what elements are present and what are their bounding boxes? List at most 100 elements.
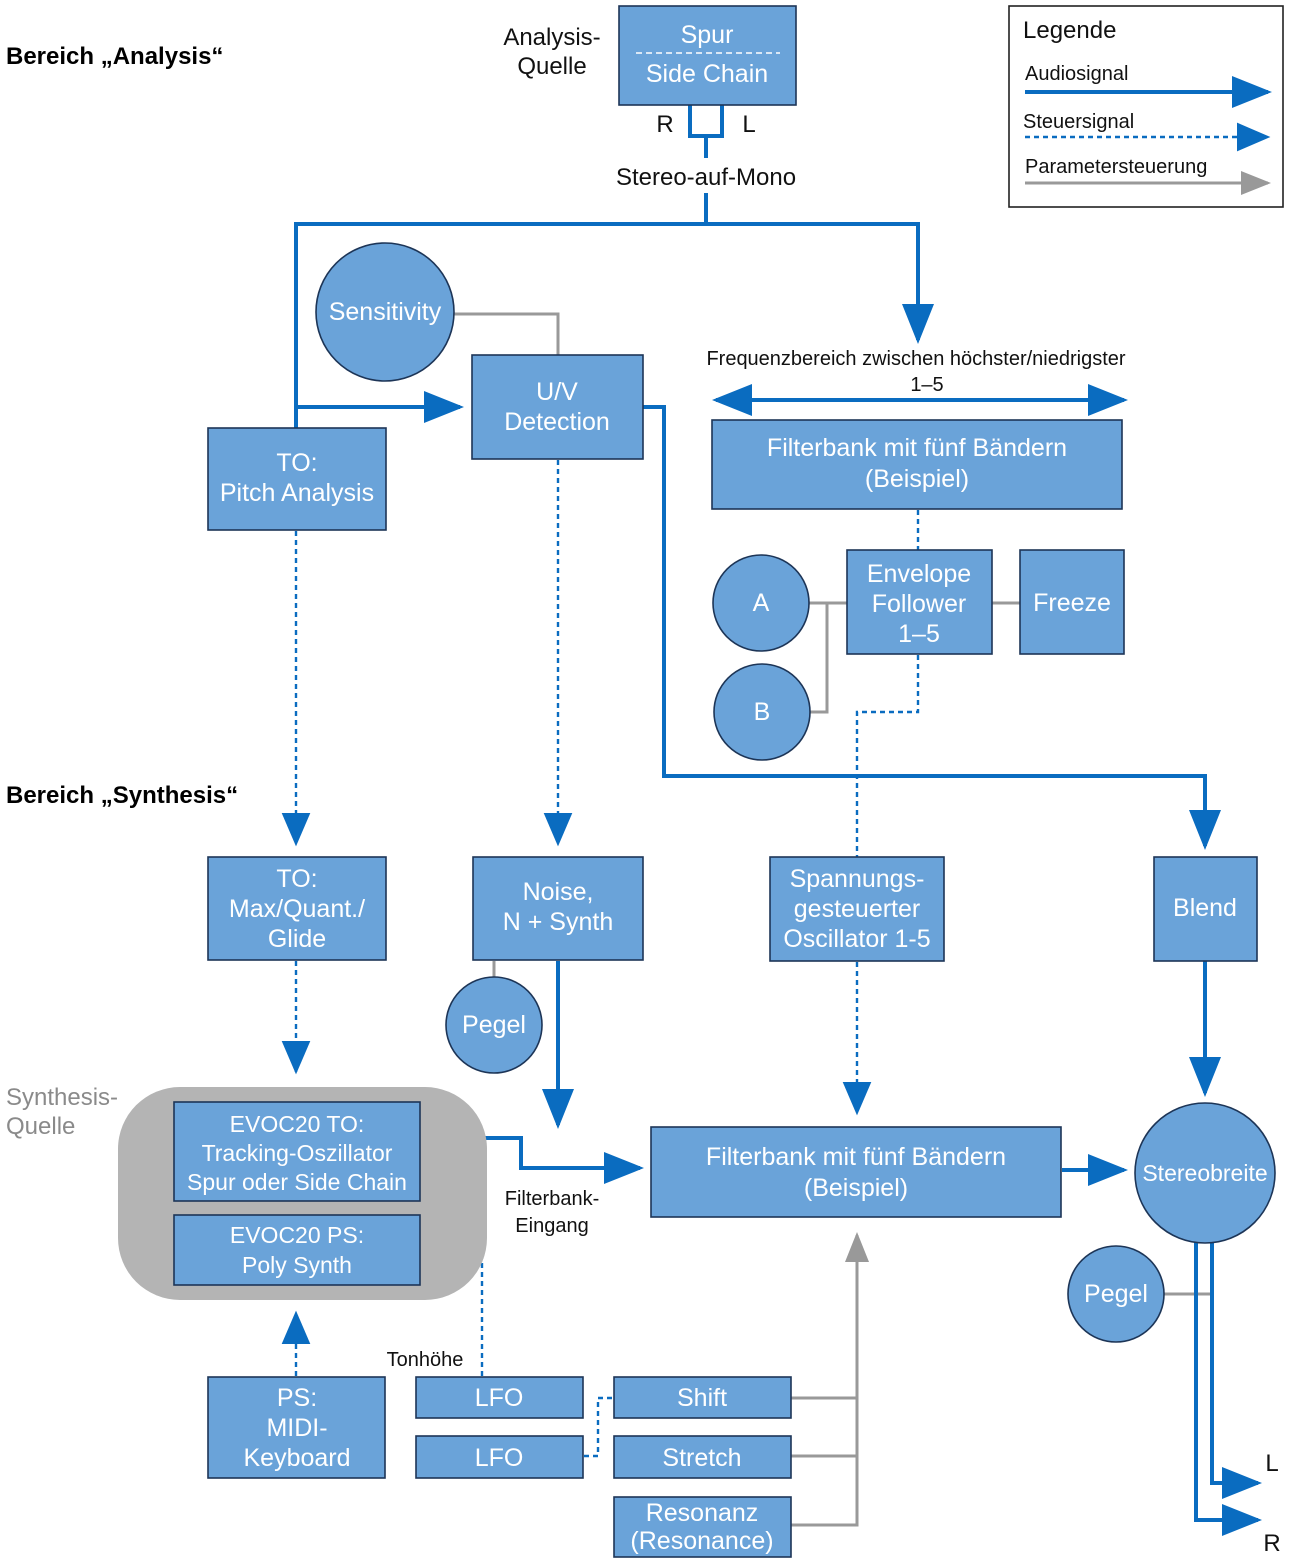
output-level-label: Pegel [1084, 1280, 1148, 1308]
stereo-width-circle [1134, 1102, 1276, 1244]
right-channel-label: R [656, 111, 673, 138]
noise-level-circle [445, 976, 543, 1074]
resonance-line1: Resonanz [646, 1499, 759, 1527]
freeze-rect [1019, 549, 1125, 655]
output-level-circle [1067, 1245, 1165, 1343]
vco-line3: Oscillator 1-5 [783, 925, 930, 953]
analysis-source-label-1: Analysis- [503, 24, 600, 51]
analysis-source-box: Spur Side Chain [618, 5, 797, 106]
ps-midi-line2: MIDI- [266, 1414, 327, 1442]
ps-midi-line1: PS: [277, 1384, 317, 1412]
uv-detection-rect [471, 354, 644, 460]
pitch-analysis-line1: TO: [276, 449, 317, 477]
synthesis-source-label-1: Synthesis- [6, 1084, 118, 1111]
synthesis-filterbank-box: Filterbank mit fünf Bändern (Beispiel) [650, 1126, 1062, 1218]
to-max-line2: Max/Quant./ [229, 895, 365, 923]
audio-to-pitch-analysis [294, 193, 708, 428]
analysis-source-label-2: Quelle [517, 53, 586, 80]
evoc-to-line1: EVOC20 TO: [230, 1111, 365, 1137]
ps-midi-rect [207, 1376, 386, 1479]
to-max-line1: TO: [276, 865, 317, 893]
resonance-param-link [791, 1398, 859, 1527]
resonance-box: Resonanz (Resonance) [613, 1496, 792, 1558]
sensitivity-circle [315, 242, 455, 382]
filterbank-input-label-1: Filterbank- [505, 1188, 599, 1210]
resonance-line2: (Resonance) [630, 1527, 773, 1555]
stereo-to-mono-label: Stereo-auf-Mono [616, 164, 796, 191]
legend-title: Legende [1023, 17, 1116, 44]
envelope-follower-line2: Follower [872, 590, 966, 618]
output-left-label: L [1265, 1450, 1278, 1477]
uv-detection-line2: Detection [504, 408, 610, 436]
analysis-source-rect [618, 5, 797, 106]
lfo-1-rect [415, 1376, 584, 1419]
freeze-label: Freeze [1033, 589, 1111, 617]
resonance-rect [613, 1496, 792, 1558]
noise-box: Noise, N + Synth [472, 856, 644, 961]
sensitivity-to-uv [454, 312, 560, 356]
stereo-width-knob: Stereobreite [1134, 1102, 1276, 1244]
vco-line2: gesteuerter [794, 895, 920, 923]
legend-audio-label: Audiosignal [1025, 63, 1128, 85]
shift-label: Shift [677, 1384, 727, 1412]
source-track-label: Spur [681, 21, 734, 49]
output-right [1194, 1240, 1262, 1536]
release-circle [713, 663, 811, 761]
analysis-filterbank-box: Filterbank mit fünf Bändern (Beispiel) [711, 419, 1123, 510]
to-max-line3: Glide [268, 925, 326, 953]
shift-rect [613, 1376, 792, 1419]
evoc-ps-line2: Poly Synth [242, 1252, 352, 1278]
evoc-tracking-oscillator-box: EVOC20 TO: Tracking-Oszillator Spur oder… [173, 1101, 421, 1202]
audio-to-analysis-filterbank [706, 222, 934, 344]
synthesis-filterbank-line2: (Beispiel) [804, 1174, 908, 1202]
shift-box: Shift [613, 1376, 792, 1419]
envelope-control-to-vco [855, 655, 920, 857]
blend-rect [1153, 856, 1258, 962]
vco-box: Spannungs- gesteuerter Oscillator 1-5 [769, 856, 945, 962]
evoc-ps-line1: EVOC20 PS: [230, 1222, 364, 1248]
stereo-channels-connector [688, 105, 724, 138]
release-label: B [754, 698, 771, 726]
pitch-analysis-box: TO: Pitch Analysis [207, 427, 387, 531]
evoc-ps-rect [173, 1214, 421, 1286]
analysis-filterbank-line2: (Beispiel) [865, 465, 969, 493]
frequency-range-label-1: Frequenzbereich zwischen höchster/niedri… [706, 348, 1125, 370]
pitch-analysis-line2: Pitch Analysis [220, 479, 374, 507]
envelope-follower-rect [846, 549, 993, 655]
shift-param-to-filterbank [791, 1232, 869, 1400]
output-level-knob: Pegel [1067, 1245, 1165, 1343]
pitch-label: Tonhöhe [387, 1349, 464, 1371]
release-to-envelope [810, 603, 829, 714]
pitch-analysis-rect [207, 427, 387, 531]
legend-parameter-label: Parametersteuerung [1025, 156, 1207, 178]
freeze-box: Freeze [1019, 549, 1125, 655]
legend-control-label: Steuersignal [1023, 111, 1134, 133]
synthesis-filterbank-line1: Filterbank mit fünf Bändern [706, 1143, 1006, 1171]
ps-midi-keyboard-box: PS: MIDI- Keyboard [207, 1376, 386, 1479]
evoc-to-line2: Tracking-Oszillator [202, 1140, 393, 1166]
noise-rect [472, 856, 644, 961]
stretch-label: Stretch [662, 1444, 741, 1472]
synthesis-source-label-2: Quelle [6, 1113, 75, 1140]
blend-box: Blend [1153, 856, 1258, 962]
analysis-filterbank-line1: Filterbank mit fünf Bändern [767, 434, 1067, 462]
noise-level-label: Pegel [462, 1011, 526, 1039]
evoc-poly-synth-box: EVOC20 PS: Poly Synth [173, 1214, 421, 1286]
to-max-quant-glide-box: TO: Max/Quant./ Glide [207, 856, 387, 961]
attack-label: A [753, 589, 770, 617]
lfo-box-1: LFO [415, 1376, 584, 1419]
source-sidechain-label: Side Chain [646, 60, 768, 88]
lfo-to-shift [584, 1396, 614, 1458]
noise-line1: Noise, [523, 878, 594, 906]
sensitivity-knob: Sensitivity [315, 242, 455, 382]
lfo-box-2: LFO [415, 1435, 584, 1479]
lfo-2-label: LFO [475, 1444, 524, 1472]
envelope-follower-box: Envelope Follower 1–5 [846, 549, 993, 655]
envelope-follower-line1: Envelope [867, 560, 971, 588]
filterbank-input-label-2: Eingang [515, 1215, 588, 1237]
left-channel-label: L [742, 111, 755, 138]
vco-rect [769, 856, 945, 962]
sensitivity-label: Sensitivity [329, 298, 442, 326]
noise-line2: N + Synth [503, 908, 613, 936]
